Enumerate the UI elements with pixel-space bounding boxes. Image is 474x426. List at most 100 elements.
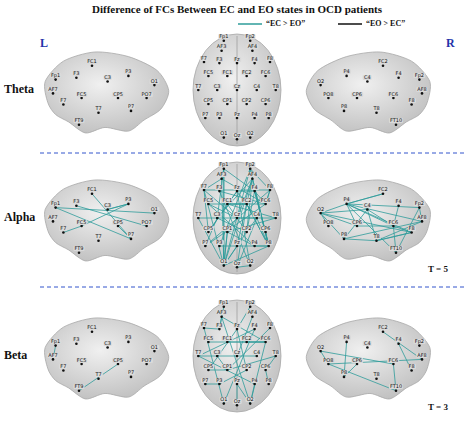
electrode-label: C4 xyxy=(252,350,261,355)
electrode-dot xyxy=(255,355,258,358)
electrode-label: FT9 xyxy=(73,246,84,251)
electrode-dot xyxy=(274,89,277,92)
electrode-dot xyxy=(97,239,100,242)
electrode-label: T7 xyxy=(94,372,102,377)
electrode-dot xyxy=(245,341,248,344)
band-label: Theta xyxy=(4,82,34,97)
electrode-label: CP6 xyxy=(351,220,363,225)
row-divider xyxy=(40,287,466,288)
electrode-label: Fz xyxy=(233,323,241,328)
electrode-label: Fp2 xyxy=(414,73,425,78)
electrode-dot xyxy=(207,341,210,344)
electrode-dot xyxy=(319,212,322,215)
electrode-label: Fp1 xyxy=(50,201,61,206)
electrode-dot xyxy=(421,358,424,361)
electrode-label: F4 xyxy=(395,71,403,76)
electrode-dot xyxy=(91,331,94,334)
electrode-dot xyxy=(251,178,254,181)
electrode-dot xyxy=(218,328,221,331)
electrode-label: Fp1 xyxy=(50,73,61,78)
electrode-label: Fz xyxy=(233,57,241,62)
electrode-label: FC5 xyxy=(76,92,88,97)
hemisphere-label: R xyxy=(446,36,455,51)
electrode-dot xyxy=(236,89,239,92)
electrode-dot xyxy=(127,75,130,78)
electrode-label: FC6 xyxy=(388,220,400,225)
electrode-dot xyxy=(264,203,267,206)
electrode-dot xyxy=(345,341,348,344)
electrode-label: F3 xyxy=(72,199,80,204)
electrode-dot xyxy=(54,206,57,209)
electrode-label: O1 xyxy=(219,259,228,264)
connectivity-line xyxy=(357,226,393,227)
electrode-dot xyxy=(75,76,78,79)
electrode-dot xyxy=(245,231,248,234)
connectivity-line xyxy=(198,356,217,357)
connectivity-line xyxy=(223,169,224,266)
electrode-label: F8 xyxy=(408,98,416,103)
electrode-label: F8 xyxy=(266,322,274,327)
connectivity-line xyxy=(219,191,265,204)
electrode-dot xyxy=(145,363,148,366)
electrode-dot xyxy=(264,103,267,106)
electrode-dot xyxy=(236,117,239,120)
electrode-label: AF4 xyxy=(247,44,258,49)
electrode-label: FT10 xyxy=(389,118,403,123)
electrode-label: T7 xyxy=(94,234,102,239)
electrode-label: AF7 xyxy=(47,215,58,220)
electrode-label: PO7 xyxy=(141,92,153,97)
electrode-label: FT10 xyxy=(389,384,403,389)
electrode-label: F8 xyxy=(408,364,416,369)
electrode-dot xyxy=(218,62,221,65)
electrode-dot xyxy=(267,117,270,120)
electrode-label: AF3 xyxy=(216,310,227,315)
connectivity-line xyxy=(208,370,227,371)
electrode-dot xyxy=(245,203,248,206)
connectivity-line xyxy=(217,356,257,357)
electrode-label: CP5 xyxy=(203,98,215,103)
electrode-dot xyxy=(395,123,398,126)
electrode-dot xyxy=(106,80,109,83)
electrode-dot xyxy=(269,327,272,330)
electrode-dot xyxy=(418,344,421,347)
electrode-label: P4 xyxy=(250,378,258,383)
electrode-dot xyxy=(75,342,78,345)
electrode-label: FC1 xyxy=(222,70,234,75)
electrode-dot xyxy=(62,369,65,372)
midline xyxy=(237,302,238,410)
electrode-dot xyxy=(267,245,270,248)
electrode-dot xyxy=(80,97,83,100)
electrode-label: Fp2 xyxy=(414,339,425,344)
electrode-label: FC1 xyxy=(86,325,98,330)
connectivity-line xyxy=(219,370,246,384)
electrode-label: Fp1 xyxy=(218,34,229,39)
electrode-dot xyxy=(274,217,277,220)
electrode-dot xyxy=(356,97,359,100)
electrode-dot xyxy=(226,341,229,344)
electrode-label: PO7 xyxy=(141,220,153,225)
electrode-dot xyxy=(52,92,55,95)
electrode-label: P8 xyxy=(265,378,273,383)
electrode-dot xyxy=(356,225,359,228)
electrode-dot xyxy=(226,231,229,234)
electrode-dot xyxy=(375,377,378,380)
electrode-dot xyxy=(145,97,148,100)
electrode-label: T8 xyxy=(372,106,380,111)
electrode-label: F8 xyxy=(266,56,274,61)
electrode-dot xyxy=(130,238,133,241)
electrode-dot xyxy=(366,346,369,349)
legend-text: “EC > EO” xyxy=(266,19,305,28)
electrode-label: AF7 xyxy=(47,353,58,358)
electrode-dot xyxy=(223,402,226,405)
electrode-dot xyxy=(236,217,239,220)
electrode-dot xyxy=(223,136,226,139)
electrode-dot xyxy=(197,217,200,220)
brain-lateral-right xyxy=(306,318,430,399)
electrode-label: Fp2 xyxy=(245,34,256,39)
electrode-dot xyxy=(223,264,226,267)
electrode-dot xyxy=(216,89,219,92)
electrode-label: Oz xyxy=(233,133,242,138)
electrode-dot xyxy=(97,111,100,114)
electrode-label: C4 xyxy=(363,341,372,346)
electrode-label: CP5 xyxy=(112,358,124,363)
